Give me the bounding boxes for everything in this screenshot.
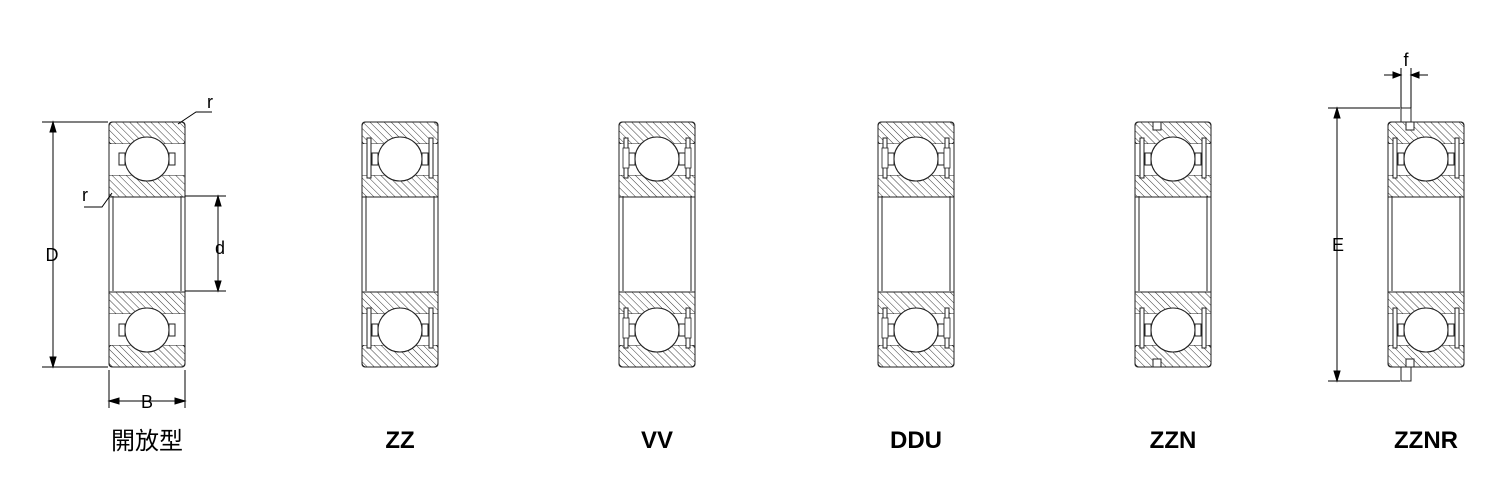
caption-ddu: DDU bbox=[890, 427, 942, 454]
dimension-annotations bbox=[42, 68, 1428, 408]
bearing-zznr bbox=[1387, 107, 1465, 382]
caption-vv: VV bbox=[640, 427, 673, 454]
caption-open: 開放型 bbox=[111, 427, 183, 455]
bearing-zzn bbox=[1134, 121, 1212, 368]
bearing-ddu bbox=[877, 121, 955, 368]
dimension-labels: D d B r r E f bbox=[46, 50, 1410, 412]
bearing-zz bbox=[361, 121, 439, 368]
caption-zzn: ZZN bbox=[1149, 427, 1197, 454]
dim-label-B: B bbox=[141, 392, 153, 412]
bearing-open bbox=[108, 121, 186, 368]
caption-zznr: ZZNR bbox=[1394, 427, 1458, 454]
dim-label-d: d bbox=[215, 238, 225, 258]
dim-label-r-bore: r bbox=[82, 185, 88, 205]
dim-label-E: E bbox=[1332, 235, 1344, 255]
caption-zz: ZZ bbox=[385, 427, 415, 454]
bearing-vv bbox=[618, 121, 696, 368]
dim-label-f: f bbox=[1403, 50, 1409, 70]
dim-label-r-top: r bbox=[207, 92, 213, 112]
dim-label-D: D bbox=[46, 245, 59, 265]
